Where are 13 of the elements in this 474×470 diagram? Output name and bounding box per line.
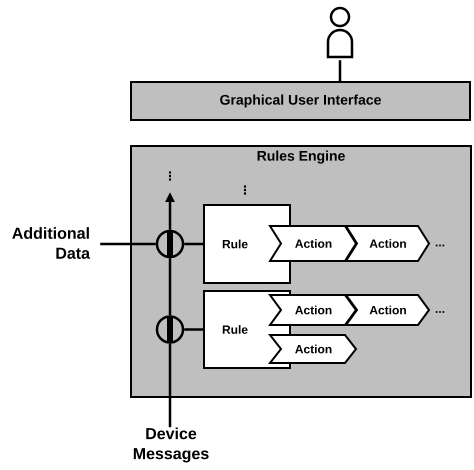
connector-line xyxy=(184,242,203,246)
ellipsis: ... xyxy=(436,311,444,313)
person-icon xyxy=(326,6,354,58)
connector-line xyxy=(168,258,172,316)
action-tag: Action xyxy=(268,334,358,364)
vertical-ellipsis: ⋮ xyxy=(168,171,172,181)
connector-line xyxy=(184,328,203,331)
interface-box: Graphical User Interface xyxy=(130,81,471,121)
input-label: Additional Data xyxy=(12,227,90,259)
connector-line xyxy=(168,344,172,428)
input-label: Device Messages xyxy=(134,428,209,462)
ellipsis: ... xyxy=(436,244,444,246)
connector-line xyxy=(338,60,342,81)
